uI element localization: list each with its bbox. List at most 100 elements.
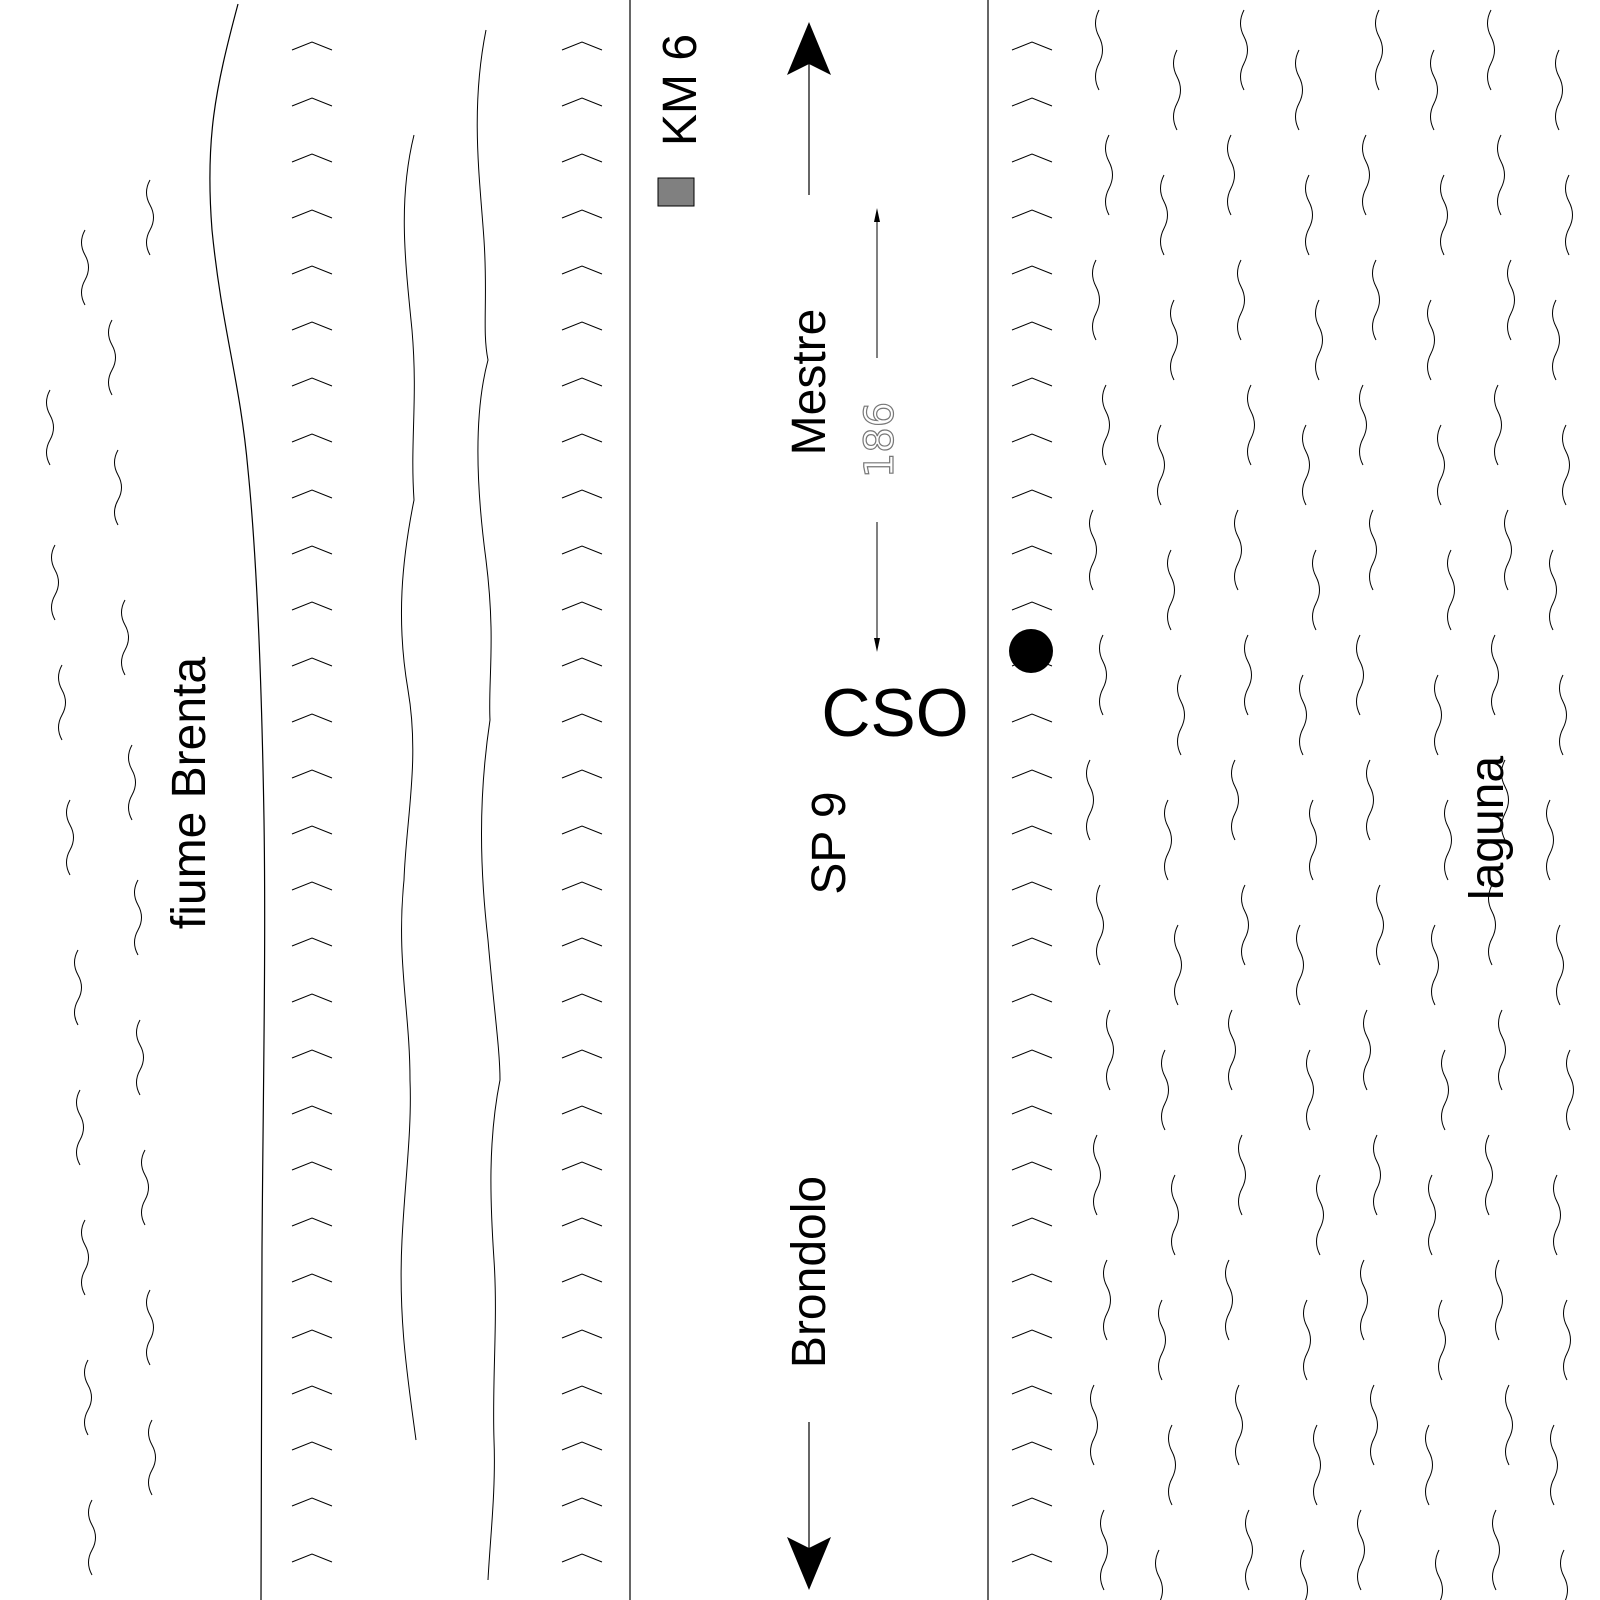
- embankment-chevron-icon: [291, 321, 333, 331]
- water-wave-icon: [1158, 1299, 1166, 1381]
- water-wave-icon: [88, 1499, 96, 1576]
- embankment-chevron-icon: [291, 993, 333, 1003]
- water-wave-icon: [1237, 259, 1245, 341]
- water-wave-icon: [1494, 384, 1502, 466]
- embankment-chevron-icon: [1011, 433, 1053, 443]
- distance-label: 186: [857, 402, 903, 478]
- water-wave-icon: [141, 1149, 149, 1226]
- water-wave-icon: [81, 229, 89, 306]
- water-wave-icon: [1102, 384, 1110, 466]
- water-wave-icon: [1245, 1509, 1253, 1591]
- water-wave-icon: [1546, 799, 1554, 881]
- water-wave-icon: [1225, 1259, 1233, 1341]
- embankment-chevron-icon: [561, 713, 603, 723]
- south-arrow-icon: [787, 1422, 831, 1590]
- water-wave-icon: [1560, 1549, 1568, 1600]
- water-wave-icon: [1430, 49, 1438, 131]
- water-wave-icon: [1485, 1134, 1493, 1216]
- water-wave-icon: [1240, 9, 1248, 91]
- water-wave-icon: [1565, 174, 1573, 256]
- distance-dimension: [874, 208, 880, 652]
- water-wave-icon: [66, 799, 74, 876]
- embankment-chevron-icon: [291, 769, 333, 779]
- water-wave-icon: [134, 879, 142, 956]
- embankment-chevron-icon: [1011, 321, 1053, 331]
- water-wave-icon: [1299, 674, 1307, 756]
- embankment-chevron-icon: [561, 153, 603, 163]
- water-wave-icon: [1362, 134, 1370, 216]
- water-wave-icon: [1228, 1009, 1236, 1091]
- embankment-chevron-icon: [291, 1049, 333, 1059]
- south-destination-label: Brondolo: [783, 1176, 836, 1368]
- embankment-chevron-icon: [1011, 1385, 1053, 1395]
- water-wave-icon: [1315, 299, 1323, 381]
- water-wave-icon: [1441, 1049, 1449, 1131]
- embankment-chevron-icon: [561, 1273, 603, 1283]
- water-wave-icon: [1177, 674, 1185, 756]
- water-wave-icon: [1491, 634, 1499, 716]
- water-wave-icon: [1306, 1049, 1314, 1131]
- water-wave-icon: [1437, 424, 1445, 506]
- embankment-chevron-icon: [291, 1329, 333, 1339]
- water-wave-icon: [1438, 1299, 1446, 1381]
- water-wave-icon: [1235, 1384, 1243, 1466]
- north-destination-label: Mestre: [783, 309, 836, 456]
- water-wave-icon: [1507, 259, 1515, 341]
- water-wave-icon: [58, 664, 66, 741]
- water-wave-icon: [1316, 1174, 1324, 1256]
- embankment-chevron-icon: [291, 41, 333, 51]
- water-wave-icon: [1167, 549, 1175, 631]
- water-wave-icon: [1492, 1509, 1500, 1591]
- embankment-chevron-icon: [291, 97, 333, 107]
- embankment-chevron-icon: [561, 97, 603, 107]
- water-wave-icon: [1095, 9, 1103, 91]
- water-wave-icon: [1092, 259, 1100, 341]
- embankment-chevron-icon: [561, 433, 603, 443]
- water-wave-icon: [1171, 1174, 1179, 1256]
- water-wave-icon: [146, 1289, 154, 1366]
- water-wave-icon: [1170, 299, 1178, 381]
- water-wave-icon: [1435, 1549, 1443, 1600]
- embankment-chevron-icon: [1011, 1497, 1053, 1507]
- embankment-chevron-icon: [561, 881, 603, 891]
- water-wave-icon: [1431, 924, 1439, 1006]
- embankment-chevron-icon: [561, 1049, 603, 1059]
- embankment-chevron-icon: [291, 433, 333, 443]
- water-wave-icon: [1559, 674, 1567, 756]
- embankment-chevron-icon: [561, 1385, 603, 1395]
- embankment-chevron-icon: [1011, 713, 1053, 723]
- water-wave-icon: [1086, 759, 1094, 841]
- water-wave-icon: [1356, 634, 1364, 716]
- lagoon-water-pattern: [1086, 9, 1574, 1600]
- embankment-chevron-icon: [1011, 825, 1053, 835]
- water-wave-icon: [128, 744, 136, 821]
- water-wave-icon: [1363, 1009, 1371, 1091]
- embankment-chevron-icon: [561, 545, 603, 555]
- water-wave-icon: [46, 389, 54, 466]
- embankment-chevron-icon: [561, 1553, 603, 1563]
- water-wave-icon: [1444, 799, 1452, 881]
- embankment-chevron-icon: [291, 937, 333, 947]
- water-wave-icon: [1105, 134, 1113, 216]
- embankment-chevron-icon: [1011, 1553, 1053, 1563]
- water-wave-icon: [1566, 1049, 1574, 1131]
- water-wave-icon: [1357, 1509, 1365, 1591]
- embankment-chevron-icon: [291, 1441, 333, 1451]
- water-wave-icon: [51, 544, 59, 621]
- water-wave-icon: [1373, 1134, 1381, 1216]
- embankment-chevron-icon: [561, 489, 603, 499]
- embankment-chevron-icon: [561, 993, 603, 1003]
- water-wave-icon: [1090, 1384, 1098, 1466]
- water-wave-icon: [1247, 384, 1255, 466]
- embankment-chevron-icon: [561, 1497, 603, 1507]
- embankment-chevron-icon: [561, 377, 603, 387]
- water-wave-icon: [1296, 924, 1304, 1006]
- embankment-chevron-icon: [1011, 937, 1053, 947]
- water-wave-icon: [1161, 1049, 1169, 1131]
- water-wave-icon: [1549, 549, 1557, 631]
- embankment-chevron-icon: [561, 1329, 603, 1339]
- water-wave-icon: [1550, 1424, 1558, 1506]
- water-wave-icon: [1096, 884, 1104, 966]
- water-wave-icon: [114, 449, 122, 526]
